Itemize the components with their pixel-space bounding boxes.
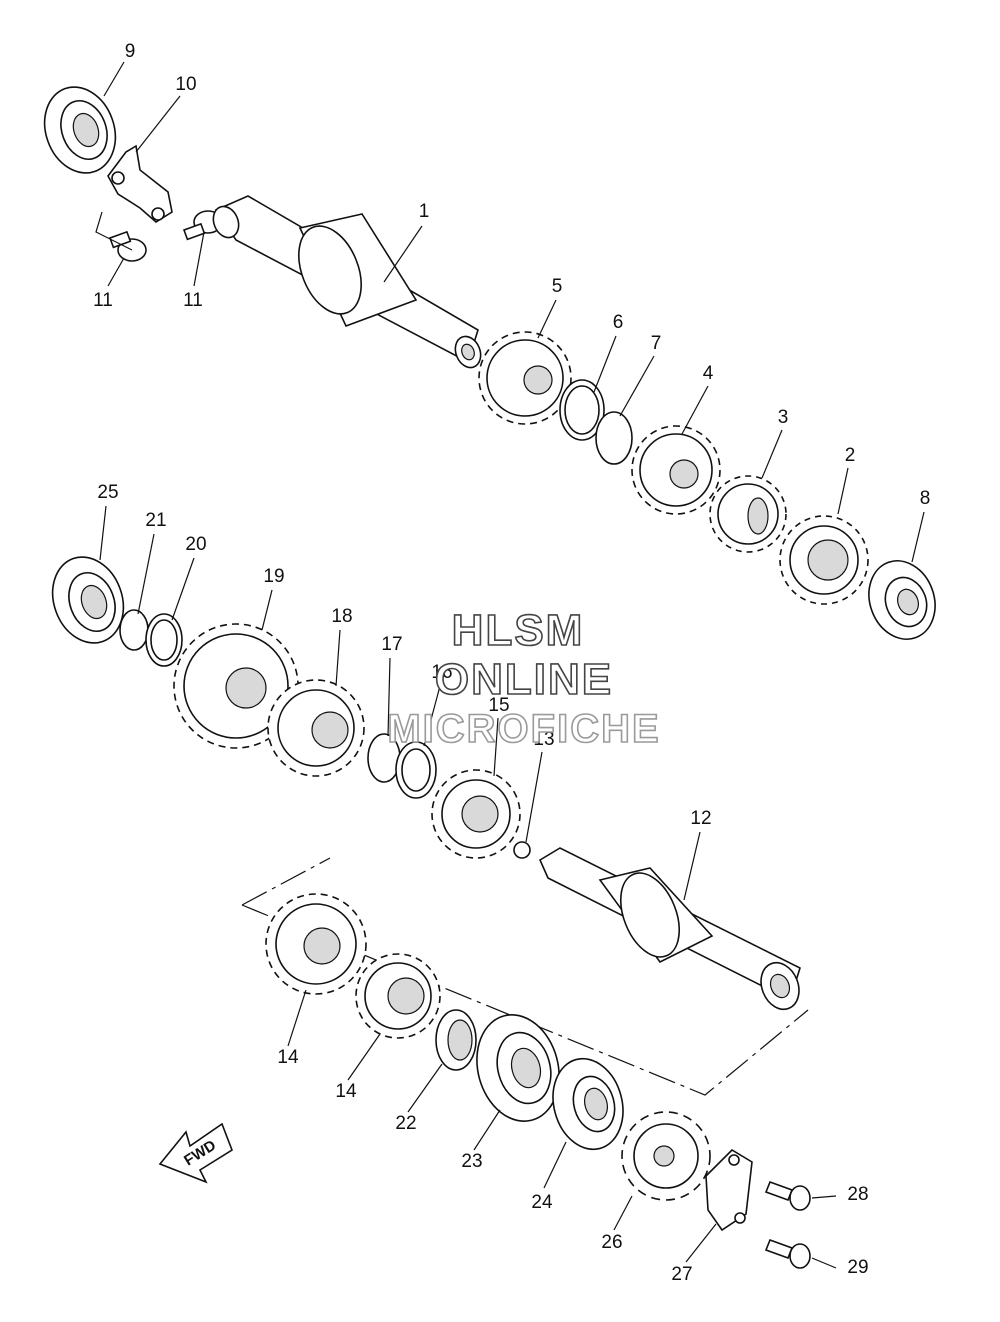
callout-6: 6 (613, 312, 624, 333)
bearing-8 (868, 560, 936, 640)
bearing-stopper-10 (107, 144, 173, 223)
gear-3 (709, 475, 787, 553)
callout-15: 14 (277, 1047, 299, 1068)
callout-24: 23 (461, 1151, 482, 1172)
callout-18: 17 (381, 634, 402, 655)
callout-11a: 11 (93, 290, 113, 311)
gear-5 (478, 331, 572, 425)
leader-lines (99, 61, 925, 1269)
drive-axle-12 (538, 847, 801, 1011)
circlip-22 (119, 609, 149, 651)
callout-29a: 28 (847, 1184, 868, 1205)
callout-labels: 9 10 11 11 1 5 6 7 4 3 2 8 25 21 20 19 1… (93, 41, 930, 1285)
bearing-9 (43, 86, 117, 174)
gear-15 (265, 893, 367, 995)
callout-22: 21 (145, 510, 166, 531)
screw-11a (108, 230, 147, 262)
watermark-line3: MICROFICHE (387, 707, 660, 751)
callout-4: 4 (703, 363, 714, 384)
callout-28: 27 (671, 1264, 692, 1285)
callout-11b: 11 (183, 290, 203, 311)
callout-9: 9 (125, 41, 136, 62)
lock-washer-28 (705, 1148, 753, 1232)
callout-21: 20 (185, 534, 206, 555)
gear-4 (631, 425, 721, 515)
ball-13 (513, 841, 531, 859)
callout-29b: 29 (847, 1257, 868, 1278)
callout-2: 2 (845, 445, 856, 466)
washer-6 (559, 379, 605, 441)
callout-23: 22 (395, 1113, 416, 1134)
callout-10: 10 (175, 74, 196, 95)
callout-20: 19 (263, 566, 284, 587)
callout-12: 12 (690, 808, 711, 829)
callout-16: 15 (488, 695, 509, 716)
gear-14 (355, 953, 441, 1039)
assembly-boundary-line (241, 857, 331, 906)
bearing-24 (476, 1014, 560, 1122)
callout-13: 13 (533, 729, 554, 750)
watermark: HLSM ONLINE MICROFICHE (387, 605, 660, 752)
gear-19 (267, 679, 365, 777)
watermark-line1: HLSM (452, 606, 585, 655)
callout-17: 16 (431, 662, 452, 683)
callout-3: 3 (778, 407, 789, 428)
callout-8: 8 (920, 488, 931, 509)
collar-23 (435, 1009, 477, 1071)
oil-seal-25 (552, 1057, 624, 1151)
gear-16 (431, 769, 521, 859)
bolt-29b (764, 1238, 811, 1269)
callout-7: 7 (651, 333, 662, 354)
callout-25: 24 (531, 1192, 553, 1213)
callout-27: 26 (601, 1232, 622, 1253)
bolt-29a (764, 1180, 811, 1211)
washer-21 (145, 613, 183, 667)
watermark-line2: ONLINE (435, 655, 613, 704)
gear-2 (779, 515, 869, 605)
fwd-direction-arrow: FWD (158, 1122, 233, 1184)
circlip-7 (595, 411, 633, 465)
drive-sprocket-27 (621, 1111, 711, 1201)
callout-1: 1 (419, 201, 430, 222)
main-axle-1 (212, 195, 482, 369)
washer-17 (395, 741, 437, 799)
bearing-26 (51, 556, 125, 644)
callout-5: 5 (552, 276, 563, 297)
callout-14: 14 (335, 1081, 357, 1102)
callout-26: 25 (97, 482, 118, 503)
callout-19: 18 (331, 606, 352, 627)
